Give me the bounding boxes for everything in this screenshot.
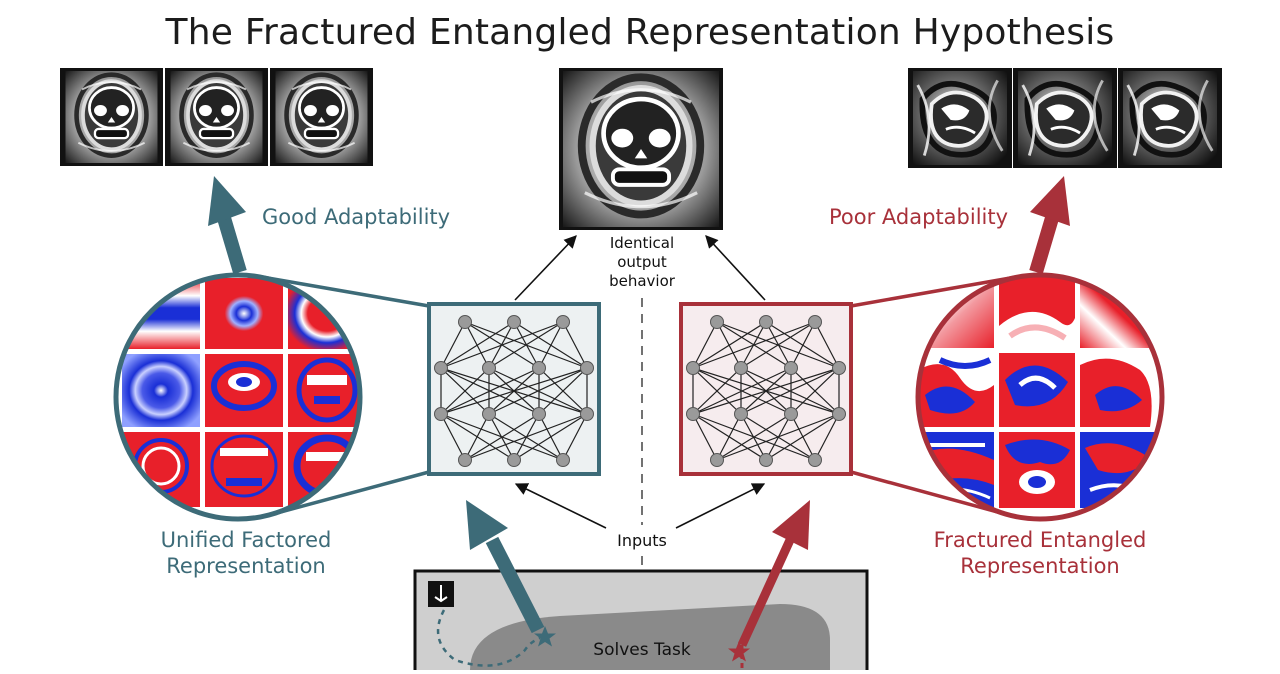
unified-line-2: Representation (166, 554, 326, 578)
identical-output-line-2: output (617, 253, 667, 271)
unified-line-1: Unified Factored (160, 528, 332, 552)
input-arrows (514, 483, 766, 529)
fractured-representation-label: Fractured Entangled Representation (908, 527, 1172, 579)
zoom-connectors (261, 275, 1017, 519)
network-node (507, 453, 521, 467)
poor-adaptability-arrow (1029, 176, 1070, 274)
star-red-icon (728, 641, 750, 662)
network-node (556, 315, 570, 329)
identical-output-line-1: Identical (609, 234, 675, 252)
identical-output-line-3: behavior (609, 272, 675, 290)
identical-output-label: Identical output behavior (582, 234, 702, 291)
network-node (434, 361, 448, 375)
network-node (759, 315, 773, 329)
star-teal-icon (534, 626, 556, 647)
network-node (734, 361, 748, 375)
network-node (734, 407, 748, 421)
network-node (482, 407, 496, 421)
network-node (532, 361, 546, 375)
unified-representation-label: Unified Factored Representation (128, 527, 364, 579)
network-node (710, 453, 724, 467)
network-node (458, 315, 472, 329)
shared-output (559, 68, 723, 230)
network-node (808, 453, 822, 467)
network-node (710, 315, 724, 329)
good-adaptability-label: Good Adaptability (262, 205, 451, 229)
network-node (784, 361, 798, 375)
network-node (507, 315, 521, 329)
fractured-outputs (908, 68, 1222, 168)
network-node (832, 361, 846, 375)
network-node (580, 361, 594, 375)
unified-search-arrow (466, 500, 545, 634)
output-arrows (514, 235, 766, 301)
network-node (832, 407, 846, 421)
fractured-line-2: Representation (960, 554, 1120, 578)
network-node (759, 453, 773, 467)
fractured-line-1: Fractured Entangled (933, 528, 1147, 552)
network-node (686, 407, 700, 421)
fractured-heatmaps (915, 272, 1165, 522)
inputs-label: Inputs (600, 531, 684, 550)
unified-heatmaps (113, 272, 363, 522)
unified-network (427, 302, 601, 476)
page-title: The Fractured Entangled Representation H… (165, 12, 1115, 53)
network-node (532, 407, 546, 421)
start-icon (428, 581, 454, 607)
network-node (458, 453, 472, 467)
network-node (686, 361, 700, 375)
network-node (434, 407, 448, 421)
unified-outputs (60, 68, 373, 166)
network-node (580, 407, 594, 421)
poor-adaptability-label: Poor Adaptability (829, 205, 1009, 229)
solves-task-label: Solves Task (593, 640, 691, 660)
network-node (808, 315, 822, 329)
network-node (556, 453, 570, 467)
network-node (784, 407, 798, 421)
fractured-network (679, 302, 853, 476)
network-node (482, 361, 496, 375)
good-adaptability-arrow (208, 176, 247, 274)
